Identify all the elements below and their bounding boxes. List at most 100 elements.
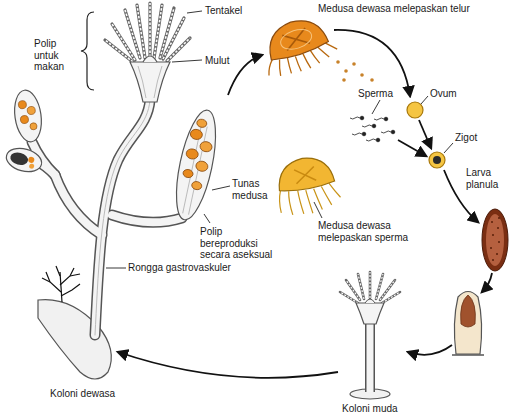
sperm-cells xyxy=(352,133,362,135)
young-colony xyxy=(382,292,400,303)
side-polyp xyxy=(27,106,36,115)
leader-line xyxy=(172,60,202,62)
feeding-polyp xyxy=(154,5,162,58)
side-polyp xyxy=(20,115,29,124)
feeding-polyp xyxy=(143,56,157,62)
feeding-polyp xyxy=(105,40,133,62)
leader-line xyxy=(204,214,210,223)
side-polyp xyxy=(12,88,45,143)
egg-dots xyxy=(342,78,346,82)
female-medusa xyxy=(276,59,285,75)
part-label: Zigot xyxy=(455,132,477,144)
part-label: Ovum xyxy=(430,88,457,100)
young-colony xyxy=(340,272,400,303)
zygote xyxy=(429,152,445,168)
small-colony-icon xyxy=(60,268,74,285)
small-colony-icon xyxy=(56,266,60,276)
cycle-arrow xyxy=(398,140,426,156)
leader-line xyxy=(372,100,380,114)
sperm-cells xyxy=(372,124,376,128)
egg-dots xyxy=(352,62,356,66)
planula-larva xyxy=(482,209,508,271)
sperm-cells xyxy=(350,117,360,119)
colony-stem xyxy=(95,100,150,335)
sperm-cells xyxy=(362,132,366,136)
planula-larva xyxy=(486,214,504,266)
colony-stem xyxy=(112,215,182,222)
planula-larva xyxy=(497,227,499,229)
part-label: Sperma xyxy=(358,88,393,100)
male-medusa xyxy=(329,182,341,199)
feeding-polyp xyxy=(138,66,162,98)
young-colony xyxy=(346,280,360,300)
male-medusa xyxy=(272,153,342,219)
young-colony xyxy=(358,274,364,299)
feeding-polyp xyxy=(137,5,145,58)
zygote xyxy=(433,156,441,164)
leader-line xyxy=(444,143,453,153)
reproductive-polyp xyxy=(169,107,224,223)
egg-dots xyxy=(336,60,374,82)
small-colony-icon xyxy=(61,284,80,296)
part-label: Polip bereproduksi secara aseksual xyxy=(200,226,280,261)
cycle-arrow xyxy=(419,120,431,148)
feeding-polyp xyxy=(125,10,140,58)
female-medusa xyxy=(265,60,277,76)
side-polyp xyxy=(9,151,29,167)
female-medusa xyxy=(255,11,340,81)
female-medusa xyxy=(295,56,301,72)
planula-larva xyxy=(492,234,494,236)
settled-larva xyxy=(461,295,476,327)
colony-stem xyxy=(55,175,102,235)
planula-larva xyxy=(498,217,500,219)
female-medusa xyxy=(278,26,314,53)
young-colony xyxy=(356,303,384,324)
small-colony-icon xyxy=(60,272,62,302)
colony-stem xyxy=(95,100,150,335)
cycle-arrow xyxy=(228,55,262,95)
leader-line xyxy=(187,11,202,13)
sperm-cells xyxy=(391,130,395,134)
side-polyp xyxy=(12,88,45,143)
egg-dots xyxy=(344,69,348,73)
colony-stem xyxy=(32,100,182,335)
male-medusa xyxy=(288,191,293,215)
reproductive-polyp xyxy=(195,160,209,172)
planula-larva xyxy=(490,217,500,261)
male-medusa xyxy=(294,166,316,183)
reproductive-polyp xyxy=(182,169,193,179)
sperm-cells xyxy=(374,118,384,120)
part-label: Mulut xyxy=(205,55,229,67)
leader-line xyxy=(421,96,428,104)
planula-larva xyxy=(496,253,498,255)
young-colony xyxy=(340,272,400,399)
feeding-polyp xyxy=(105,3,190,102)
planula-larva xyxy=(482,209,508,271)
reproductive-polyp xyxy=(185,148,199,160)
part-label: Larva planula xyxy=(466,167,508,190)
egg-dots xyxy=(360,73,364,77)
egg-dots xyxy=(370,78,374,82)
settled-larva xyxy=(454,292,481,355)
feeding-polyp xyxy=(167,38,190,61)
female-medusa xyxy=(262,13,329,63)
male-medusa xyxy=(275,153,336,193)
small-colony-icon xyxy=(42,278,50,282)
young-colony xyxy=(367,322,374,392)
settled-larva xyxy=(452,354,484,356)
part-label: Medusa dewasa melepaskan telur xyxy=(318,3,470,15)
small-colony-icon xyxy=(46,272,61,292)
leader-line xyxy=(212,186,230,190)
young-colony xyxy=(365,299,375,303)
cycle-arrow xyxy=(118,30,492,378)
egg-dots xyxy=(336,60,340,64)
colony-stem xyxy=(32,100,182,335)
female-medusa xyxy=(310,49,319,65)
part-label: Tunas medusa xyxy=(232,178,274,201)
male-medusa xyxy=(298,190,304,214)
reproductive-polyp xyxy=(191,181,202,191)
small-colony-icon xyxy=(42,266,80,302)
